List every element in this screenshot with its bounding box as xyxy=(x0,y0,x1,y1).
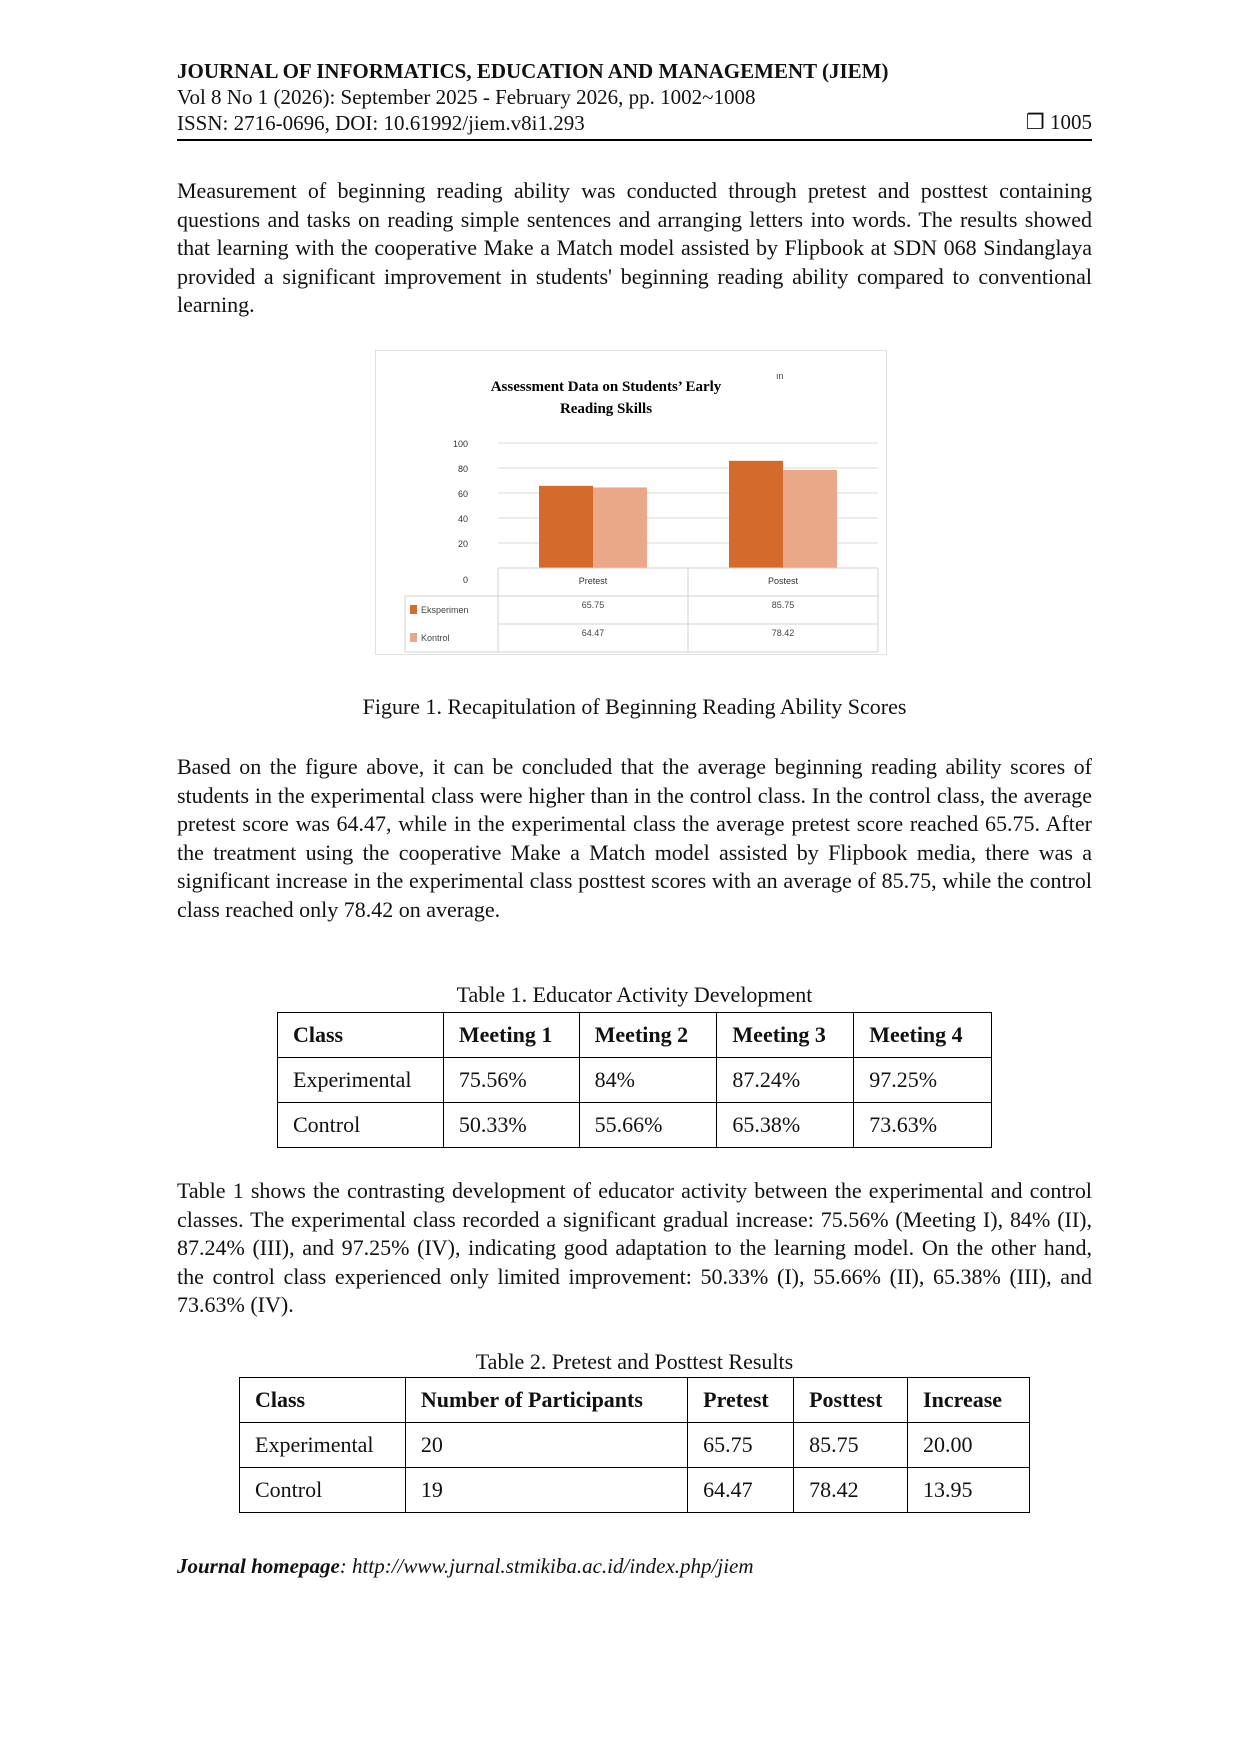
paragraph-text: Table 1 shows the contrasting developmen… xyxy=(177,1178,1092,1318)
header-cell: Meeting 4 xyxy=(853,1012,992,1058)
cell: 75.56% xyxy=(442,1057,580,1103)
chart-stray-text: ın xyxy=(776,371,784,381)
header-rule xyxy=(177,139,1092,141)
chart-title-line2: Reading Skills xyxy=(560,401,652,417)
x-category-label: Postest xyxy=(768,576,799,586)
cell: 19 xyxy=(404,1467,689,1513)
journal-title: JOURNAL OF INFORMATICS, EDUCATION AND MA… xyxy=(177,59,889,83)
cell: 97.25% xyxy=(853,1057,992,1103)
y-tick-label: 40 xyxy=(458,514,468,524)
cell: 20 xyxy=(404,1422,689,1468)
y-tick-label: 80 xyxy=(458,464,468,474)
volume-info: Vol 8 No 1 (2026): September 2025 - Febr… xyxy=(177,85,756,109)
cell: 65.75 xyxy=(687,1422,795,1468)
chart-title-line1: Assessment Data on Students’ Early xyxy=(491,379,722,395)
footer-label: Journal homepage xyxy=(177,1554,340,1578)
page-number: ❒ 1005 xyxy=(1020,110,1092,135)
bar-kontrol-pretest xyxy=(593,487,647,568)
cell: 73.63% xyxy=(853,1102,992,1148)
header-cell: Meeting 1 xyxy=(442,1012,580,1058)
cell: 20.00 xyxy=(907,1422,1030,1468)
y-tick-label: 60 xyxy=(458,489,468,499)
legend-swatch-eksperimen xyxy=(410,605,417,614)
cell: 64.47 xyxy=(687,1467,795,1513)
table-1-caption: Table 1. Educator Activity Development xyxy=(456,982,813,1007)
cell: 78.42 xyxy=(793,1467,909,1513)
y-tick-label: 100 xyxy=(453,439,468,449)
legend-swatch-kontrol xyxy=(410,633,417,642)
footer-separator: : xyxy=(339,1554,353,1578)
data-label: 78.42 xyxy=(772,628,795,638)
paragraph-text: Based on the figure above, it can be con… xyxy=(177,754,1092,922)
cell: 50.33% xyxy=(442,1102,580,1148)
figure-caption: Figure 1. Recapitulation of Beginning Re… xyxy=(362,694,907,719)
paragraph-3: Table 1 shows the contrasting developmen… xyxy=(177,1177,1092,1320)
data-label: 85.75 xyxy=(772,600,795,610)
cell: 13.95 xyxy=(907,1467,1030,1513)
running-header: JOURNAL OF INFORMATICS, EDUCATION AND MA… xyxy=(177,58,889,136)
cell: Experimental xyxy=(277,1057,444,1103)
issn-doi: ISSN: 2716-0696, DOI: 10.61992/jiem.v8i1… xyxy=(177,111,585,135)
legend-label: Eksperimen xyxy=(421,605,469,615)
header-cell: Class xyxy=(239,1377,406,1423)
x-category-label: Pretest xyxy=(579,576,608,586)
y-tick-label: 20 xyxy=(458,539,468,549)
paragraph-1: Measurement of beginning reading ability… xyxy=(177,177,1092,320)
cell: 85.75 xyxy=(793,1422,909,1468)
cell: Control xyxy=(239,1467,406,1513)
cell: 65.38% xyxy=(716,1102,855,1148)
page-box-icon: ❒ xyxy=(1025,110,1045,134)
header-cell: Number of Participants xyxy=(404,1377,689,1423)
header-cell: Class xyxy=(277,1012,444,1058)
paragraph-2: Based on the figure above, it can be con… xyxy=(177,753,1092,925)
legend-label: Kontrol xyxy=(421,633,450,643)
bar-chart: Assessment Data on Students’ Early Readi… xyxy=(404,371,879,653)
y-tick-label: 0 xyxy=(463,575,468,585)
header-cell: Posttest xyxy=(793,1377,909,1423)
paragraph-text: Measurement of beginning reading ability… xyxy=(177,178,1092,318)
table-2-caption: Table 2. Pretest and Posttest Results xyxy=(475,1349,794,1374)
bar-kontrol-postest xyxy=(783,469,837,568)
header-cell: Meeting 3 xyxy=(716,1012,855,1058)
cell: 87.24% xyxy=(716,1057,855,1103)
header-cell: Pretest xyxy=(687,1377,795,1423)
data-label: 65.75 xyxy=(582,600,605,610)
cell: Control xyxy=(277,1102,444,1148)
cell: 84% xyxy=(578,1057,718,1103)
footer: Journal homepage: http://www.jurnal.stmi… xyxy=(177,1554,754,1579)
bar-eksperimen-pretest xyxy=(539,485,593,568)
data-label: 64.47 xyxy=(582,628,605,638)
header-cell: Meeting 2 xyxy=(578,1012,718,1058)
bar-eksperimen-postest xyxy=(729,460,783,568)
page-number-value: 1005 xyxy=(1050,110,1092,134)
figure-1-chart: Assessment Data on Students’ Early Readi… xyxy=(375,350,887,655)
cell: Experimental xyxy=(239,1422,406,1468)
cell: 55.66% xyxy=(578,1102,718,1148)
journal-homepage-link[interactable]: http://www.jurnal.stmikiba.ac.id/index.p… xyxy=(352,1554,754,1578)
header-cell: Increase xyxy=(907,1377,1030,1423)
